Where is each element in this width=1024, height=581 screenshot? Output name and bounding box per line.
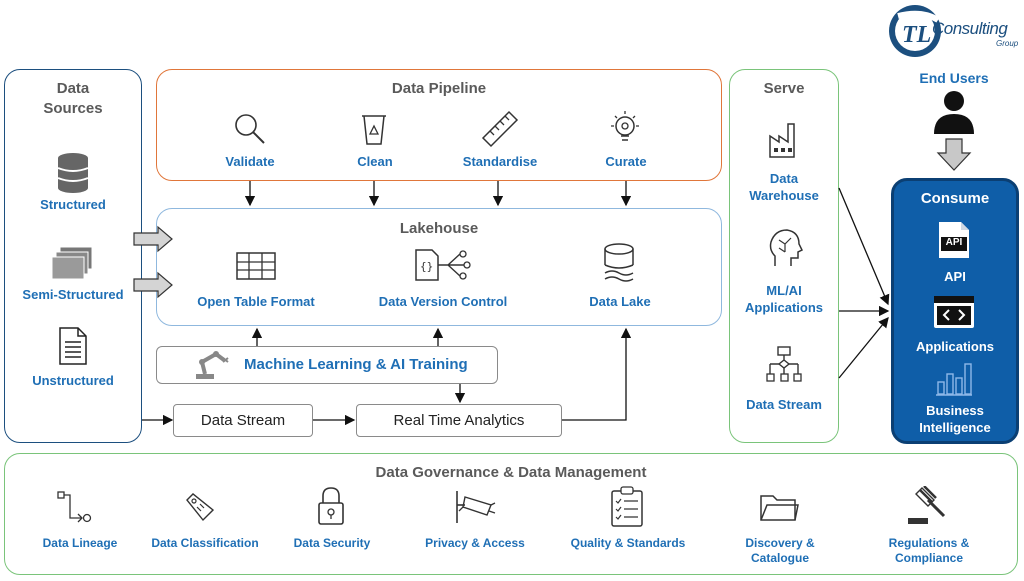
serve-data-warehouse-label: Data Warehouse bbox=[749, 171, 819, 203]
pipeline-standardise-label: Standardise bbox=[462, 154, 538, 169]
gov-data-classification-label: Data Classification bbox=[151, 536, 259, 550]
governance-panel bbox=[4, 453, 1018, 575]
lightbulb-gear-icon bbox=[608, 110, 642, 148]
serve-ml-ai-applications-label: ML/AI Applications bbox=[744, 283, 823, 315]
logo-text: Consulting bbox=[932, 19, 1008, 38]
data-pipeline-title: Data Pipeline bbox=[391, 80, 487, 97]
pipeline-clean-label: Clean bbox=[357, 154, 393, 169]
lineage-icon bbox=[56, 490, 94, 524]
stacked-files-icon bbox=[50, 246, 94, 281]
gov-regulations-compliance-label: Regulations & Compliance bbox=[888, 536, 970, 565]
ruler-icon bbox=[481, 110, 519, 148]
svg-text:{}: {} bbox=[420, 260, 433, 273]
consume-business-intelligence-label: Business Intelligence bbox=[919, 403, 991, 435]
pipeline-validate-label: Validate bbox=[225, 154, 275, 169]
bar-chart-icon bbox=[934, 362, 974, 396]
gov-quality-standards-label: Quality & Standards bbox=[570, 536, 686, 550]
lakehouse-data-version-control-label: Data Version Control bbox=[378, 294, 508, 309]
data-stream-box: Data Stream bbox=[173, 404, 313, 437]
recycle-bin-icon bbox=[360, 112, 388, 146]
gavel-icon bbox=[906, 485, 948, 526]
source-unstructured-label: Unstructured bbox=[32, 373, 114, 388]
gov-data-lineage-label: Data Lineage bbox=[42, 536, 118, 550]
real-time-analytics-box: Real Time Analytics bbox=[356, 404, 562, 437]
ai-head-icon bbox=[767, 228, 804, 268]
consume-applications-label: Applications bbox=[915, 339, 994, 354]
padlock-icon bbox=[316, 486, 346, 526]
document-icon bbox=[59, 327, 87, 365]
lakehouse-title: Lakehouse bbox=[399, 220, 479, 237]
governance-title: Data Governance & Data Management bbox=[375, 464, 647, 481]
flow-chart-icon bbox=[766, 346, 802, 384]
gov-data-security-label: Data Security bbox=[293, 536, 371, 550]
logo-icon: TL bbox=[888, 2, 1020, 60]
checklist-icon bbox=[610, 486, 644, 528]
logo-subtext: Group bbox=[996, 39, 1019, 48]
magnifier-icon bbox=[233, 112, 267, 146]
api-badge-text: API bbox=[945, 237, 963, 248]
serve-data-stream-label: Data Stream bbox=[746, 397, 822, 412]
pipeline-curate-label: Curate bbox=[605, 154, 647, 169]
factory-icon bbox=[768, 122, 802, 158]
version-control-icon: {} bbox=[414, 248, 472, 282]
folder-icon bbox=[759, 492, 799, 524]
data-lake-icon bbox=[603, 243, 635, 285]
lakehouse-data-lake-label: Data Lake bbox=[589, 294, 651, 309]
table-grid-icon bbox=[236, 252, 276, 280]
code-window-icon bbox=[933, 295, 975, 329]
end-users-label: End Users bbox=[919, 70, 989, 86]
serve-title: Serve bbox=[763, 80, 805, 97]
consume-title: Consume bbox=[920, 190, 990, 207]
source-structured-label: Structured bbox=[40, 197, 106, 212]
gov-discovery-catalogue-label: Discovery & Catalogue bbox=[745, 536, 815, 565]
svg-text:TL: TL bbox=[902, 22, 931, 48]
api-file-icon bbox=[935, 221, 973, 259]
data-sources-title: Data Sources bbox=[43, 80, 103, 117]
ml-training-label: Machine Learning & AI Training bbox=[244, 356, 468, 373]
security-camera-icon bbox=[455, 489, 497, 525]
tag-icon bbox=[183, 490, 217, 524]
source-semi-structured-label: Semi-Structured bbox=[22, 287, 124, 302]
user-icon bbox=[932, 90, 976, 134]
consume-api-label: API bbox=[944, 269, 966, 284]
lakehouse-open-table-format-label: Open Table Format bbox=[197, 294, 315, 309]
robot-arm-icon bbox=[192, 350, 230, 380]
gov-privacy-access-label: Privacy & Access bbox=[425, 536, 525, 550]
database-icon bbox=[57, 152, 89, 194]
